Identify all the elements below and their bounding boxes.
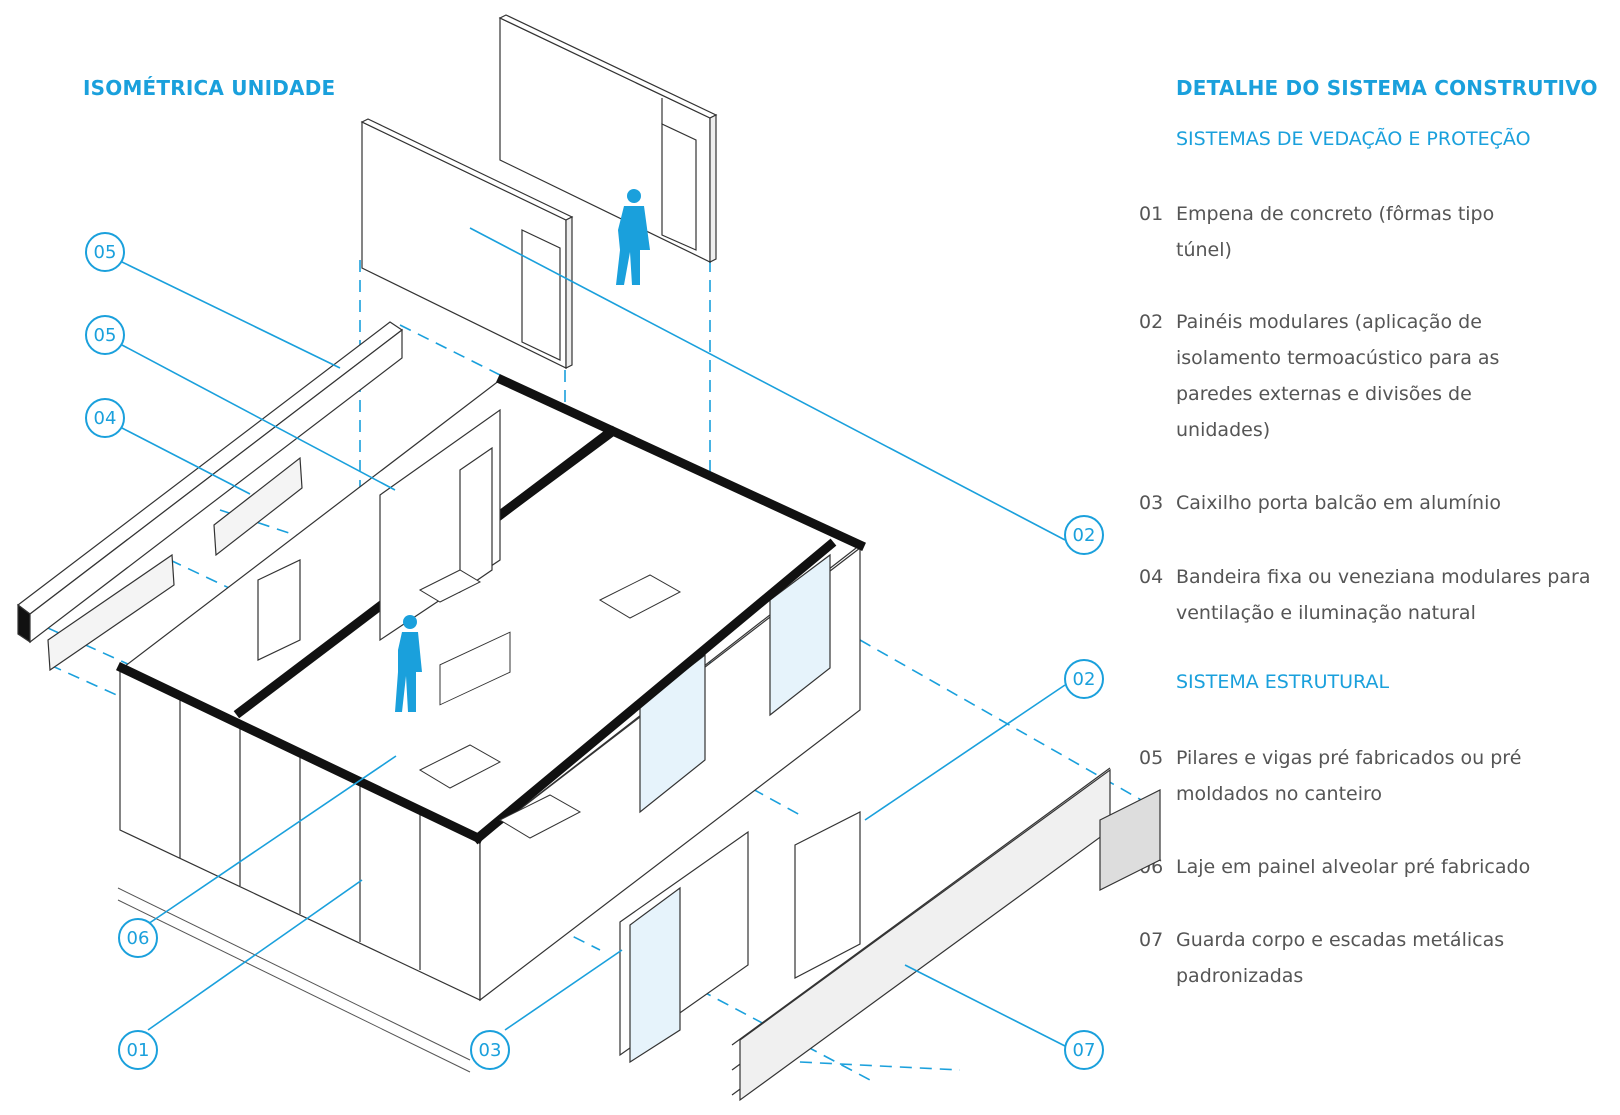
upper-wall-panel-front (360, 118, 574, 369)
legend-text: Guarda corpo e escadas metálicas padroni… (1176, 929, 1505, 987)
section-vedacao-title: SISTEMAS DE VEDAÇÃO E PROTEÇÃO (1176, 128, 1531, 150)
callout-label-05a: 05 (94, 242, 117, 263)
human-figure-icons (395, 189, 650, 712)
furniture (418, 569, 682, 839)
legend-number: 01 (1139, 203, 1164, 225)
front-facade-panels (619, 811, 861, 1064)
railing (731, 767, 1161, 1102)
legend-item-02: 02 Painéis modulares (aplicação de isola… (1139, 304, 1616, 448)
legend-text: Pilares e vigas pré fabricados ou pré mo… (1176, 747, 1522, 805)
callout-labels: 05 05 04 02 02 06 01 03 07 (94, 242, 1096, 1061)
legend-text: Empena de concreto (fôrmas tipo túnel) (1176, 203, 1495, 261)
callout-label-01: 01 (127, 1040, 150, 1061)
legend-item-05: 05 Pilares e vigas pré fabricados ou pré… (1139, 740, 1616, 812)
legend-item-03: 03 Caixilho porta balcão em alumínio (1139, 485, 1616, 521)
legend-item-01: 01 Empena de concreto (fôrmas tipo túnel… (1139, 196, 1616, 268)
isometric-title: ISOMÉTRICA UNIDADE (83, 76, 336, 100)
legend-text: Bandeira fixa ou veneziana modulares par… (1176, 566, 1591, 624)
callout-label-02b: 02 (1073, 669, 1096, 690)
callout-markers (85, 232, 1104, 1070)
interior-partitions (257, 408, 501, 661)
callout-label-05b: 05 (94, 325, 117, 346)
construction-detail-title: DETALHE DO SISTEMA CONSTRUTIVO (1176, 76, 1598, 100)
legend-text: Laje em painel alveolar pré fabricado (1176, 856, 1531, 878)
callout-label-06: 06 (127, 928, 150, 949)
legend-number: 02 (1139, 311, 1164, 333)
legend-number: 05 (1139, 747, 1164, 769)
callout-label-04: 04 (94, 408, 117, 429)
legend-number: 04 (1139, 566, 1164, 588)
ground-outline (117, 887, 471, 1073)
section-estrutural-title: SISTEMA ESTRUTURAL (1176, 671, 1390, 693)
legend-item-04: 04 Bandeira fixa ou veneziana modulares … (1139, 559, 1616, 631)
legend-text: Caixilho porta balcão em alumínio (1176, 492, 1501, 514)
callout-label-03: 03 (479, 1040, 502, 1061)
legend-text: Painéis modulares (aplicação de isolamen… (1176, 311, 1500, 441)
legend-item-07: 07 Guarda corpo e escadas metálicas padr… (1139, 922, 1616, 994)
legend-number: 03 (1139, 492, 1164, 514)
callout-label-07: 07 (1073, 1040, 1096, 1061)
callout-leaders (121, 227, 1066, 1047)
callout-label-02a: 02 (1073, 525, 1096, 546)
legend-number: 07 (1139, 929, 1164, 951)
precast-beam (17, 321, 404, 644)
upper-wall-panel-back (498, 14, 718, 263)
